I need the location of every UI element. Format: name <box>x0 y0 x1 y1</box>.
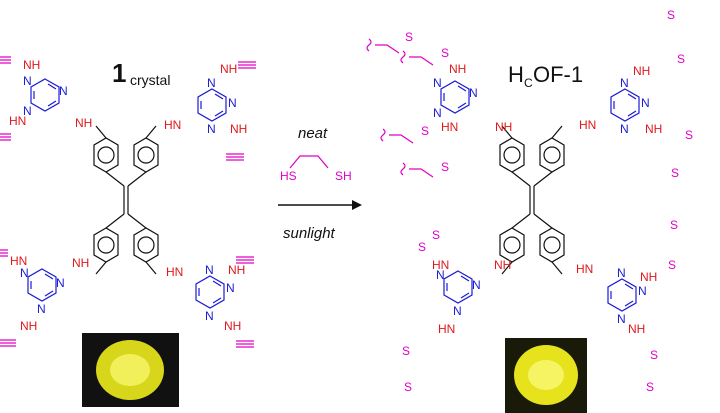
nh-label: NH <box>495 120 512 134</box>
nh-label: NH <box>628 322 645 336</box>
condition-below: sunlight <box>283 225 336 242</box>
product-label-rest: OF-1 <box>533 62 583 87</box>
reagent-hs-left: HS <box>280 169 297 183</box>
reagent-sh-right: SH <box>335 169 352 183</box>
reactant-triazine-top-right: N N N NH HN NH <box>164 61 257 161</box>
product-triazine-bottom-right: N N N HN NH NH S S S S <box>576 218 678 394</box>
n-atom: N <box>56 276 65 290</box>
reactant-triazine-bottom-left: N N N HN NH NH <box>0 249 89 347</box>
s-atom: S <box>441 46 449 60</box>
nh-label: NH <box>494 258 511 272</box>
n-atom: N <box>205 263 214 277</box>
n-atom: N <box>641 96 650 110</box>
s-atom: S <box>646 380 654 394</box>
hn-label: HN <box>576 262 593 276</box>
n-atom: N <box>433 76 442 90</box>
n-atom: N <box>205 309 214 323</box>
s-atom: S <box>668 258 676 272</box>
nh-label: NH <box>224 319 241 333</box>
nh-label: NH <box>230 122 247 136</box>
s-atom: S <box>404 380 412 394</box>
s-atom: S <box>650 348 658 362</box>
n-atom: N <box>433 106 442 120</box>
hn-label: HN <box>9 114 26 128</box>
reactant-label-sub: crystal <box>130 72 170 88</box>
s-atom: S <box>677 52 685 66</box>
nh-label: NH <box>633 64 650 78</box>
nh-label: NH <box>20 319 37 333</box>
n-atom: N <box>207 76 216 90</box>
dithiol-chain <box>289 155 329 169</box>
nh-label: NH <box>449 62 466 76</box>
product-label-h: H <box>508 62 524 87</box>
nh-label: NH <box>23 58 40 72</box>
s-atom: S <box>418 240 426 254</box>
s-atom: S <box>405 30 413 44</box>
n-atom: N <box>37 302 46 316</box>
product-triazine-bottom-left: N N N HN HN NH S S S S <box>402 228 511 394</box>
s-atom: S <box>432 228 440 242</box>
reactant-crystal-photo <box>82 333 179 407</box>
s-atom: S <box>667 8 675 22</box>
n-atom: N <box>228 96 237 110</box>
n-atom: N <box>472 278 481 292</box>
reaction-arrow: neat HS SH sunlight <box>278 125 362 242</box>
n-atom: N <box>207 122 216 136</box>
n-atom: N <box>23 74 32 88</box>
hn-label: HN <box>438 322 455 336</box>
s-atom: S <box>685 128 693 142</box>
condition-above: neat <box>298 125 328 142</box>
product-label-c: C <box>524 76 533 90</box>
hn-label: HN <box>10 254 27 268</box>
s-atom: S <box>402 344 410 358</box>
reactant-triazine-bottom-right: N N N HN NH NH <box>166 256 255 348</box>
s-atom: S <box>441 160 449 174</box>
product-triazine-top-right: N N N NH HN NH S S S S <box>579 8 693 180</box>
s-atom: S <box>670 218 678 232</box>
s-atom: S <box>421 124 429 138</box>
n-atom: N <box>59 84 68 98</box>
product-label: H C OF-1 <box>508 62 583 90</box>
hn-label: HN <box>432 258 449 272</box>
n-atom: N <box>638 284 647 298</box>
nh-label: NH <box>228 263 245 277</box>
s-atom: S <box>671 166 679 180</box>
product-crystal-photo <box>505 338 587 413</box>
n-atom: N <box>620 76 629 90</box>
reactant-structure <box>93 125 159 275</box>
reactant-label-bold: 1 <box>112 58 126 88</box>
hn-label: HN <box>579 118 596 132</box>
hn-label: HN <box>164 118 181 132</box>
n-atom: N <box>23 104 32 118</box>
nh-label: NH <box>75 116 92 130</box>
nh-label: NH <box>72 256 89 270</box>
product-triazine-top-left: N N N NH HN NH S S S S <box>366 30 512 178</box>
n-atom: N <box>453 304 462 318</box>
n-atom: N <box>20 266 29 280</box>
n-atom: N <box>617 266 626 280</box>
n-atom: N <box>226 281 235 295</box>
reactant-triazine-top-left: N N N NH HN NH <box>0 56 92 141</box>
hn-label: HN <box>166 265 183 279</box>
nh-label: NH <box>220 62 237 76</box>
product-structure <box>499 125 565 275</box>
n-atom: N <box>617 312 626 326</box>
n-atom: N <box>469 86 478 100</box>
nh-label: NH <box>640 270 657 284</box>
nh-label: NH <box>645 122 662 136</box>
n-atom: N <box>620 122 629 136</box>
hn-label: HN <box>441 120 458 134</box>
n-atom: N <box>436 268 445 282</box>
